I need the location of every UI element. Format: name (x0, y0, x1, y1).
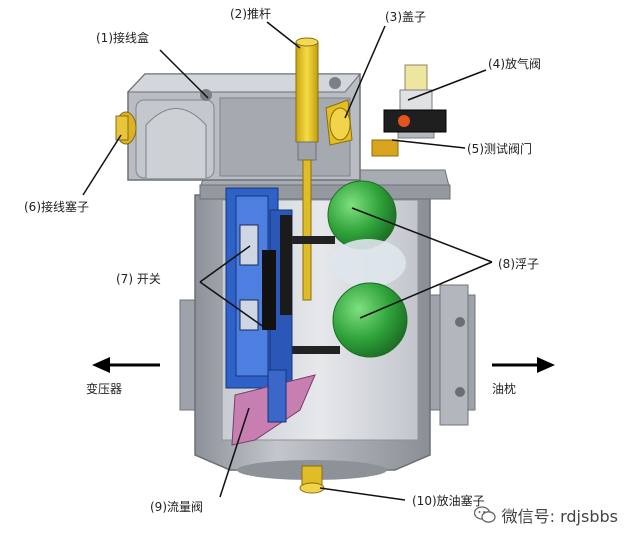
test-valve (371, 109, 447, 157)
label-cover: (3)盖子 (385, 10, 426, 24)
flow-label-conservator: 油枕 (492, 382, 517, 396)
label-test-valve: (5)测试阀门 (467, 142, 532, 156)
label-vent-valve: (4)放气阀 (488, 57, 541, 71)
label-push-rod: (2)推杆 (230, 7, 271, 21)
watermark: 微信号: rdjsbbs (473, 503, 618, 527)
label-junction-plug: (6)接线塞子 (24, 200, 89, 214)
label-junction-box: (1)接线盒 (96, 31, 149, 45)
watermark-text: 微信号: rdjsbbs (501, 507, 618, 526)
label-drain-plug: (10)放油塞子 (412, 494, 485, 508)
wechat-icon (473, 506, 496, 524)
flow-label-transformer: 变压器 (86, 382, 123, 396)
leader-lines (82, 21, 493, 501)
cover-cap (325, 99, 353, 146)
junction-box (126, 73, 362, 181)
flow-arrow-right (492, 357, 555, 373)
switch-assembly (225, 187, 293, 411)
label-float: (8)浮子 (498, 257, 539, 271)
push-rod (295, 37, 319, 301)
floats (290, 180, 408, 358)
flow-arrow-left (92, 357, 160, 373)
label-switch: (7) 开关 (116, 272, 161, 286)
label-flow-valve: (9)流量阀 (150, 500, 203, 514)
flow-valve (231, 369, 316, 446)
drain-plug (299, 465, 325, 494)
